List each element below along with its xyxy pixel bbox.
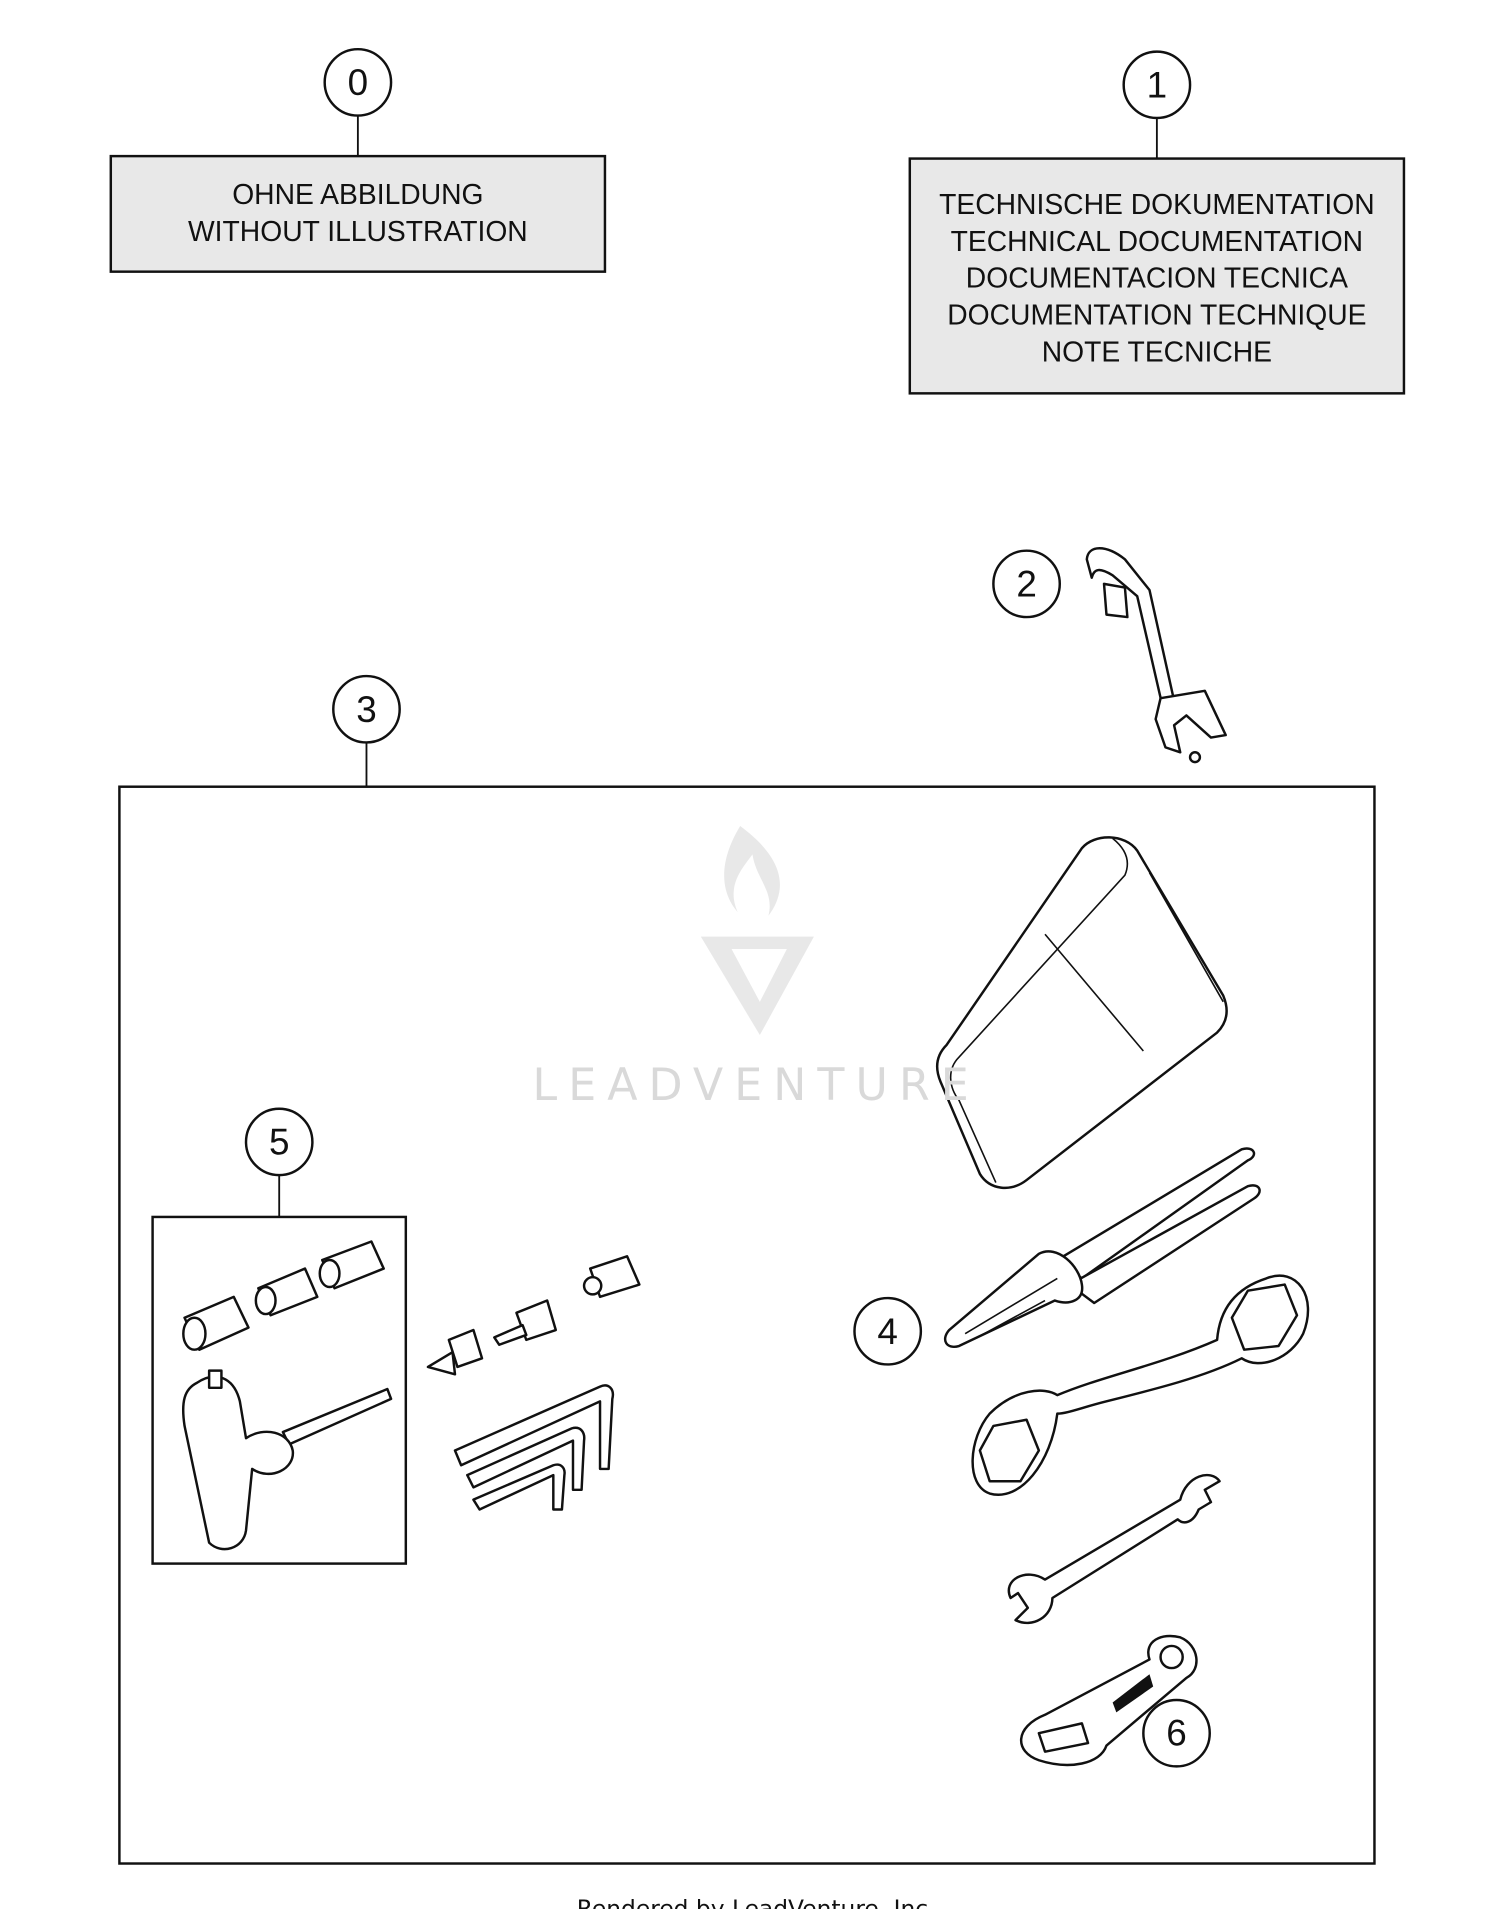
callout-5-number: 5 <box>269 1121 290 1162</box>
hex-spanner-illustration <box>971 1274 1310 1496</box>
callout-1-line: DOCUMENTATION TECHNIQUE <box>947 299 1366 331</box>
callout-3-circle <box>332 674 401 744</box>
callout-2-number: 2 <box>1016 563 1037 604</box>
callout-2-circle <box>992 549 1061 619</box>
callout-1-line: DOCUMENTACION TECNICA <box>966 262 1348 294</box>
callout-0-line: WITHOUT ILLUSTRATION <box>188 215 528 247</box>
callout-5-circle <box>244 1107 314 1177</box>
watermark-logo <box>700 826 814 1036</box>
callout-0-number: 0 <box>348 62 369 103</box>
callout-0-box <box>109 154 607 273</box>
hook-tool-illustration <box>1085 547 1227 764</box>
tool-kit-box <box>118 785 1376 1865</box>
callout-1-line: TECHNISCHE DOKUMENTATION <box>939 188 1375 220</box>
callout-6-number: 6 <box>1166 1713 1187 1754</box>
callout-1-line: TECHNICAL DOCUMENTATION <box>951 225 1363 257</box>
footer-credit: Rendered by LeadVenture, Inc. <box>577 1894 936 1909</box>
ring-wrench-illustration <box>1019 1634 1198 1767</box>
callout-4-number: 4 <box>877 1311 898 1352</box>
watermark-text: LEADVENTURE <box>532 1060 979 1111</box>
callout-1-box <box>908 157 1406 395</box>
socket-set-box <box>151 1215 408 1565</box>
bits-and-hex-keys-illustration <box>426 1255 641 1511</box>
callout-4-circle <box>853 1296 923 1366</box>
callout-3-number: 3 <box>356 689 377 730</box>
callout-1-number: 1 <box>1147 64 1168 105</box>
pliers-illustration <box>943 1147 1261 1349</box>
socket-set-illustration <box>181 1240 393 1551</box>
callout-0-line: OHNE ABBILDUNG <box>232 178 483 210</box>
tool-pouch-illustration <box>935 836 1228 1189</box>
callout-6-circle <box>1142 1698 1211 1768</box>
open-end-wrench-illustration <box>1007 1473 1221 1625</box>
callout-0-circle <box>323 47 393 117</box>
callout-1-line: NOTE TECNICHE <box>1042 335 1272 367</box>
callout-1-circle <box>1122 50 1192 120</box>
